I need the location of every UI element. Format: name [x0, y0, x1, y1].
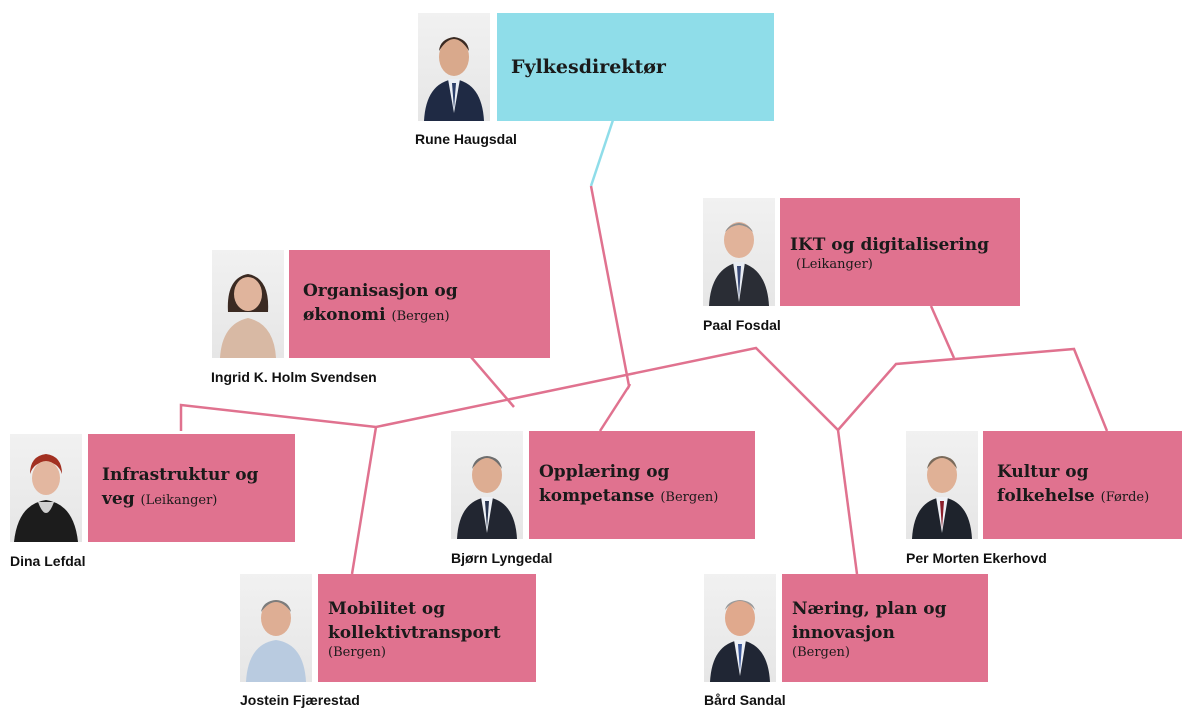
opp-name: Bjørn Lyngedal: [451, 550, 553, 566]
org-connector: [470, 356, 515, 408]
opp-title-line-2: kompetanse (Bergen): [539, 486, 719, 506]
org-title-line-2: økonomi (Bergen): [303, 305, 450, 325]
trunk-connector: [589, 185, 632, 390]
infra-location: (Leikanger): [140, 493, 218, 508]
naering-connector: [836, 429, 859, 575]
kultur-title-line-2: folkehelse (Førde): [997, 486, 1150, 506]
opp-box[interactable]: Opplæring og kompetanse (Bergen): [529, 431, 755, 539]
mob-connector: [350, 426, 378, 575]
ikt-title: IKT og digitalisering: [790, 234, 989, 255]
org-box[interactable]: Organisasjon og økonomi (Bergen): [289, 250, 550, 358]
director-box[interactable]: Fylkesdirektør: [497, 13, 774, 121]
ikt-name: Paal Fosdal: [703, 317, 781, 333]
mob-location: (Bergen): [328, 644, 386, 660]
naering-photo: [704, 574, 776, 682]
naering-location: (Bergen): [792, 644, 850, 660]
kultur-location: (Førde): [1100, 490, 1150, 505]
kultur-name: Per Morten Ekerhovd: [906, 550, 1047, 566]
kultur-photo: [906, 431, 978, 539]
org-title-line-1: Organisasjon og: [303, 281, 458, 301]
mob-photo: [240, 574, 312, 682]
org-name: Ingrid K. Holm Svendsen: [211, 369, 377, 385]
director-name: Rune Haugsdal: [415, 131, 517, 147]
infra-name: Dina Lefdal: [10, 553, 86, 569]
kultur-box[interactable]: Kultur og folkehelse (Førde): [983, 431, 1182, 539]
org-photo: [212, 250, 284, 358]
ikt-photo: [703, 198, 775, 306]
mob-title-line-2: kollektivtransport: [328, 622, 501, 643]
director-title: Fylkesdirektør: [511, 56, 666, 78]
opp-title-line-1: Opplæring og: [539, 462, 670, 482]
opp-photo: [451, 431, 523, 539]
opp-location: (Bergen): [660, 490, 719, 505]
infra-box[interactable]: Infrastruktur og veg (Leikanger): [88, 434, 295, 542]
naering-title-line-1: Næring, plan og: [792, 598, 947, 619]
naering-title-line-2: innovasjon: [792, 622, 895, 643]
mob-name: Jostein Fjærestad: [240, 692, 360, 708]
mob-box[interactable]: Mobilitet og kollektivtransport (Bergen): [318, 574, 536, 682]
mob-title-line-1: Mobilitet og: [328, 598, 446, 619]
ikt-box[interactable]: IKT og digitalisering (Leikanger): [780, 198, 1020, 306]
kultur-title-line-1: Kultur og: [997, 462, 1089, 482]
infra-title-line-1: Infrastruktur og: [102, 465, 259, 485]
ikt-location: (Leikanger): [796, 256, 873, 272]
infra-title-line-2: veg (Leikanger): [102, 489, 218, 509]
naering-box[interactable]: Næring, plan og innovasjon (Bergen): [782, 574, 988, 682]
ikt-connector: [929, 305, 956, 359]
naering-name: Bård Sandal: [704, 692, 786, 708]
main-branch: [179, 346, 1109, 432]
opp-connector: [598, 385, 631, 432]
director-connector: [589, 119, 615, 187]
org-location: (Bergen): [391, 309, 450, 324]
infra-photo: [10, 434, 82, 542]
director-photo: [418, 13, 490, 121]
